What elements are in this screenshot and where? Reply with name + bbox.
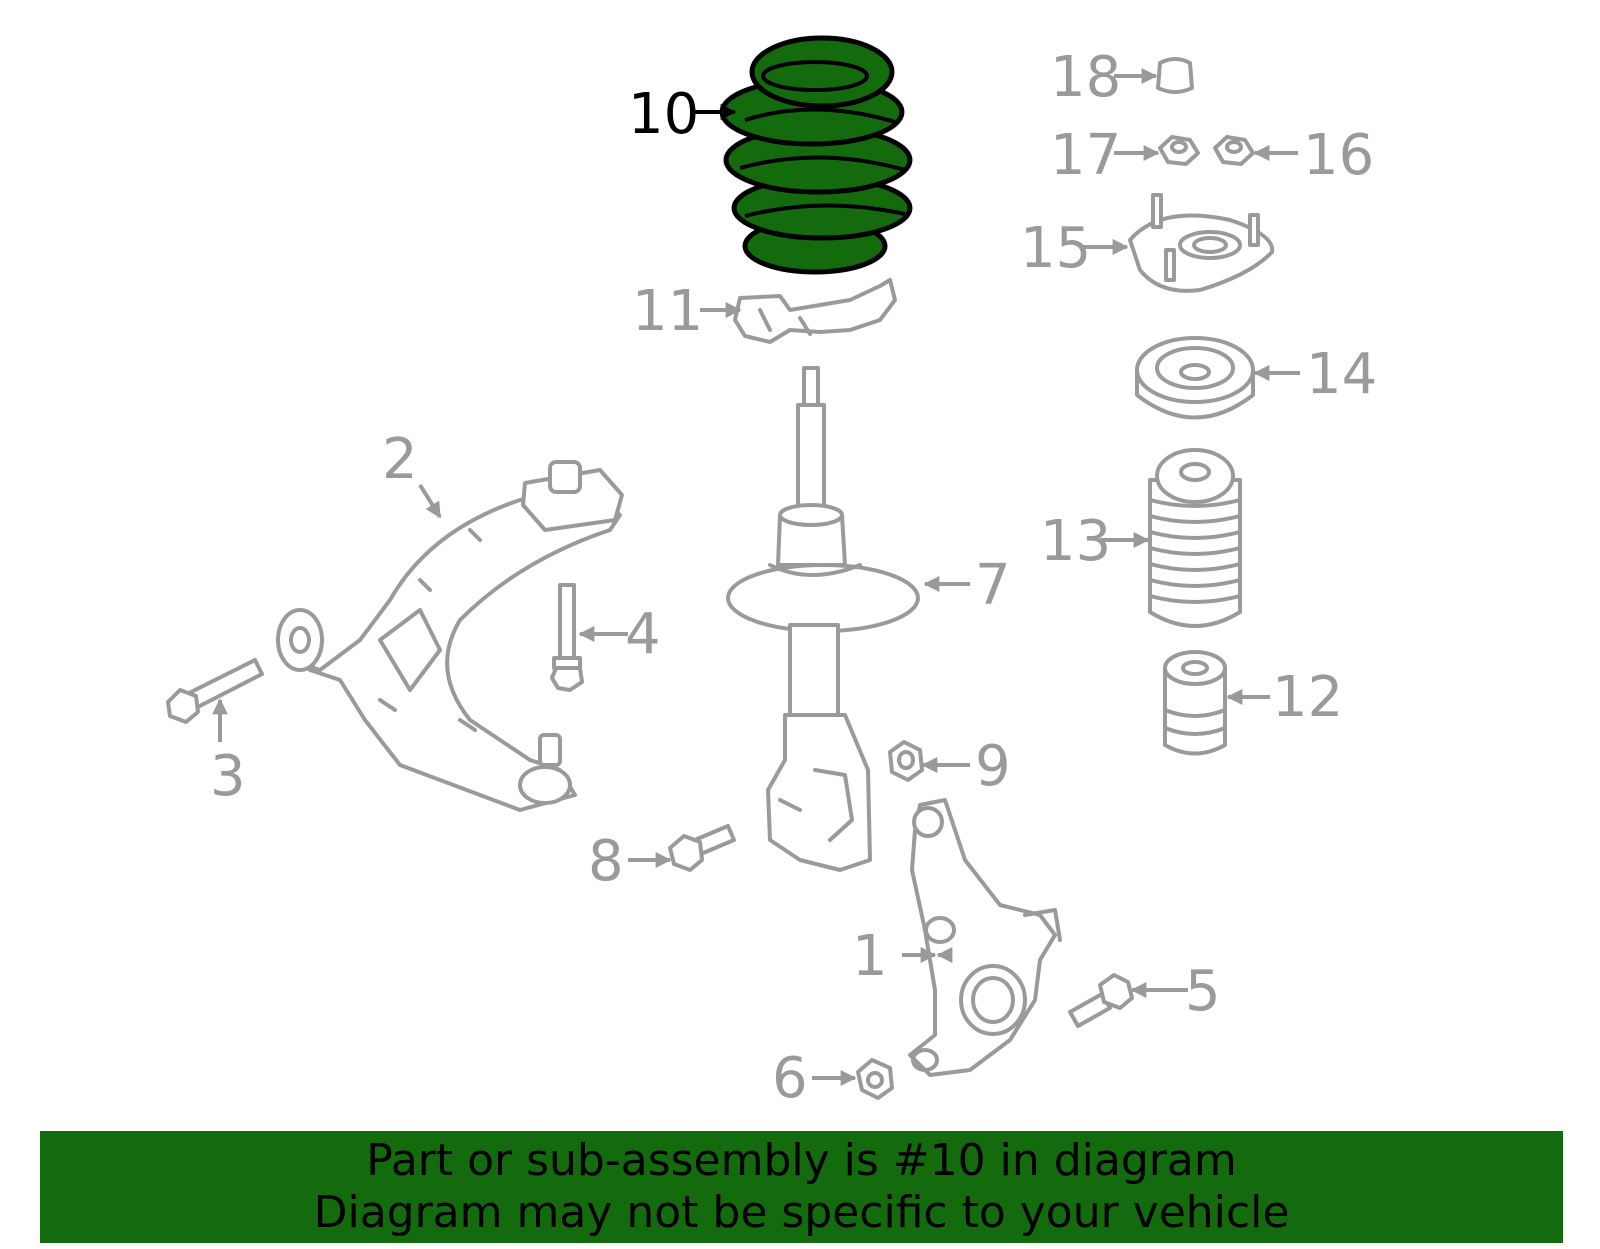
strut-bearing-part-14[interactable] bbox=[1135, 336, 1255, 420]
callout-14: 14 bbox=[1306, 342, 1377, 407]
callout-15: 15 bbox=[1020, 216, 1091, 281]
callout-7: 7 bbox=[975, 553, 1011, 618]
banner-line-disclaimer: Diagram may not be specific to your vehi… bbox=[313, 1187, 1290, 1238]
nut-part-6[interactable] bbox=[856, 1058, 894, 1100]
callout-5: 5 bbox=[1185, 959, 1221, 1024]
bolt-part-5[interactable] bbox=[1068, 973, 1134, 1028]
callout-10-highlighted: 10 bbox=[628, 82, 699, 147]
banner-line-part-info: Part or sub-assembly is #10 in diagram bbox=[366, 1135, 1237, 1186]
dust-boot-part-13[interactable] bbox=[1148, 448, 1242, 628]
jounce-bumper-part-12[interactable] bbox=[1163, 650, 1227, 756]
callout-8: 8 bbox=[588, 829, 624, 894]
upper-mount-part-15[interactable] bbox=[1128, 193, 1275, 293]
callout-18: 18 bbox=[1050, 45, 1121, 110]
callout-13: 13 bbox=[1040, 509, 1111, 574]
callout-6: 6 bbox=[772, 1046, 808, 1111]
callout-2: 2 bbox=[382, 427, 418, 492]
callout-12: 12 bbox=[1272, 665, 1343, 730]
nut-part-9[interactable] bbox=[888, 740, 924, 782]
callout-16: 16 bbox=[1303, 123, 1374, 188]
bolt-part-3[interactable] bbox=[166, 658, 264, 724]
cap-part-18[interactable] bbox=[1156, 57, 1194, 94]
callout-11: 11 bbox=[632, 279, 703, 344]
bolt-part-8[interactable] bbox=[668, 824, 736, 872]
leader-lines bbox=[212, 68, 1300, 1086]
info-banner: Part or sub-assembly is #10 in diagram D… bbox=[40, 1131, 1563, 1243]
callout-9: 9 bbox=[975, 734, 1011, 799]
callout-4: 4 bbox=[625, 602, 661, 667]
coil-spring-part-10[interactable] bbox=[719, 35, 913, 275]
nut-part-16[interactable] bbox=[1213, 135, 1255, 166]
nut-part-17[interactable] bbox=[1158, 135, 1200, 166]
spring-isolator-part-11[interactable] bbox=[733, 278, 897, 344]
callout-17: 17 bbox=[1050, 123, 1121, 188]
callout-3: 3 bbox=[210, 744, 246, 809]
steering-knuckle-part-1[interactable] bbox=[908, 798, 1062, 1077]
lower-control-arm-part-2[interactable] bbox=[276, 460, 624, 812]
callout-1: 1 bbox=[852, 924, 888, 989]
bolt-part-4[interactable] bbox=[550, 583, 584, 692]
strut-assembly-part-7[interactable] bbox=[726, 366, 920, 872]
callout-labels: 1 2 3 4 5 6 7 8 9 10 11 12 13 14 15 16 1… bbox=[210, 45, 1377, 1111]
